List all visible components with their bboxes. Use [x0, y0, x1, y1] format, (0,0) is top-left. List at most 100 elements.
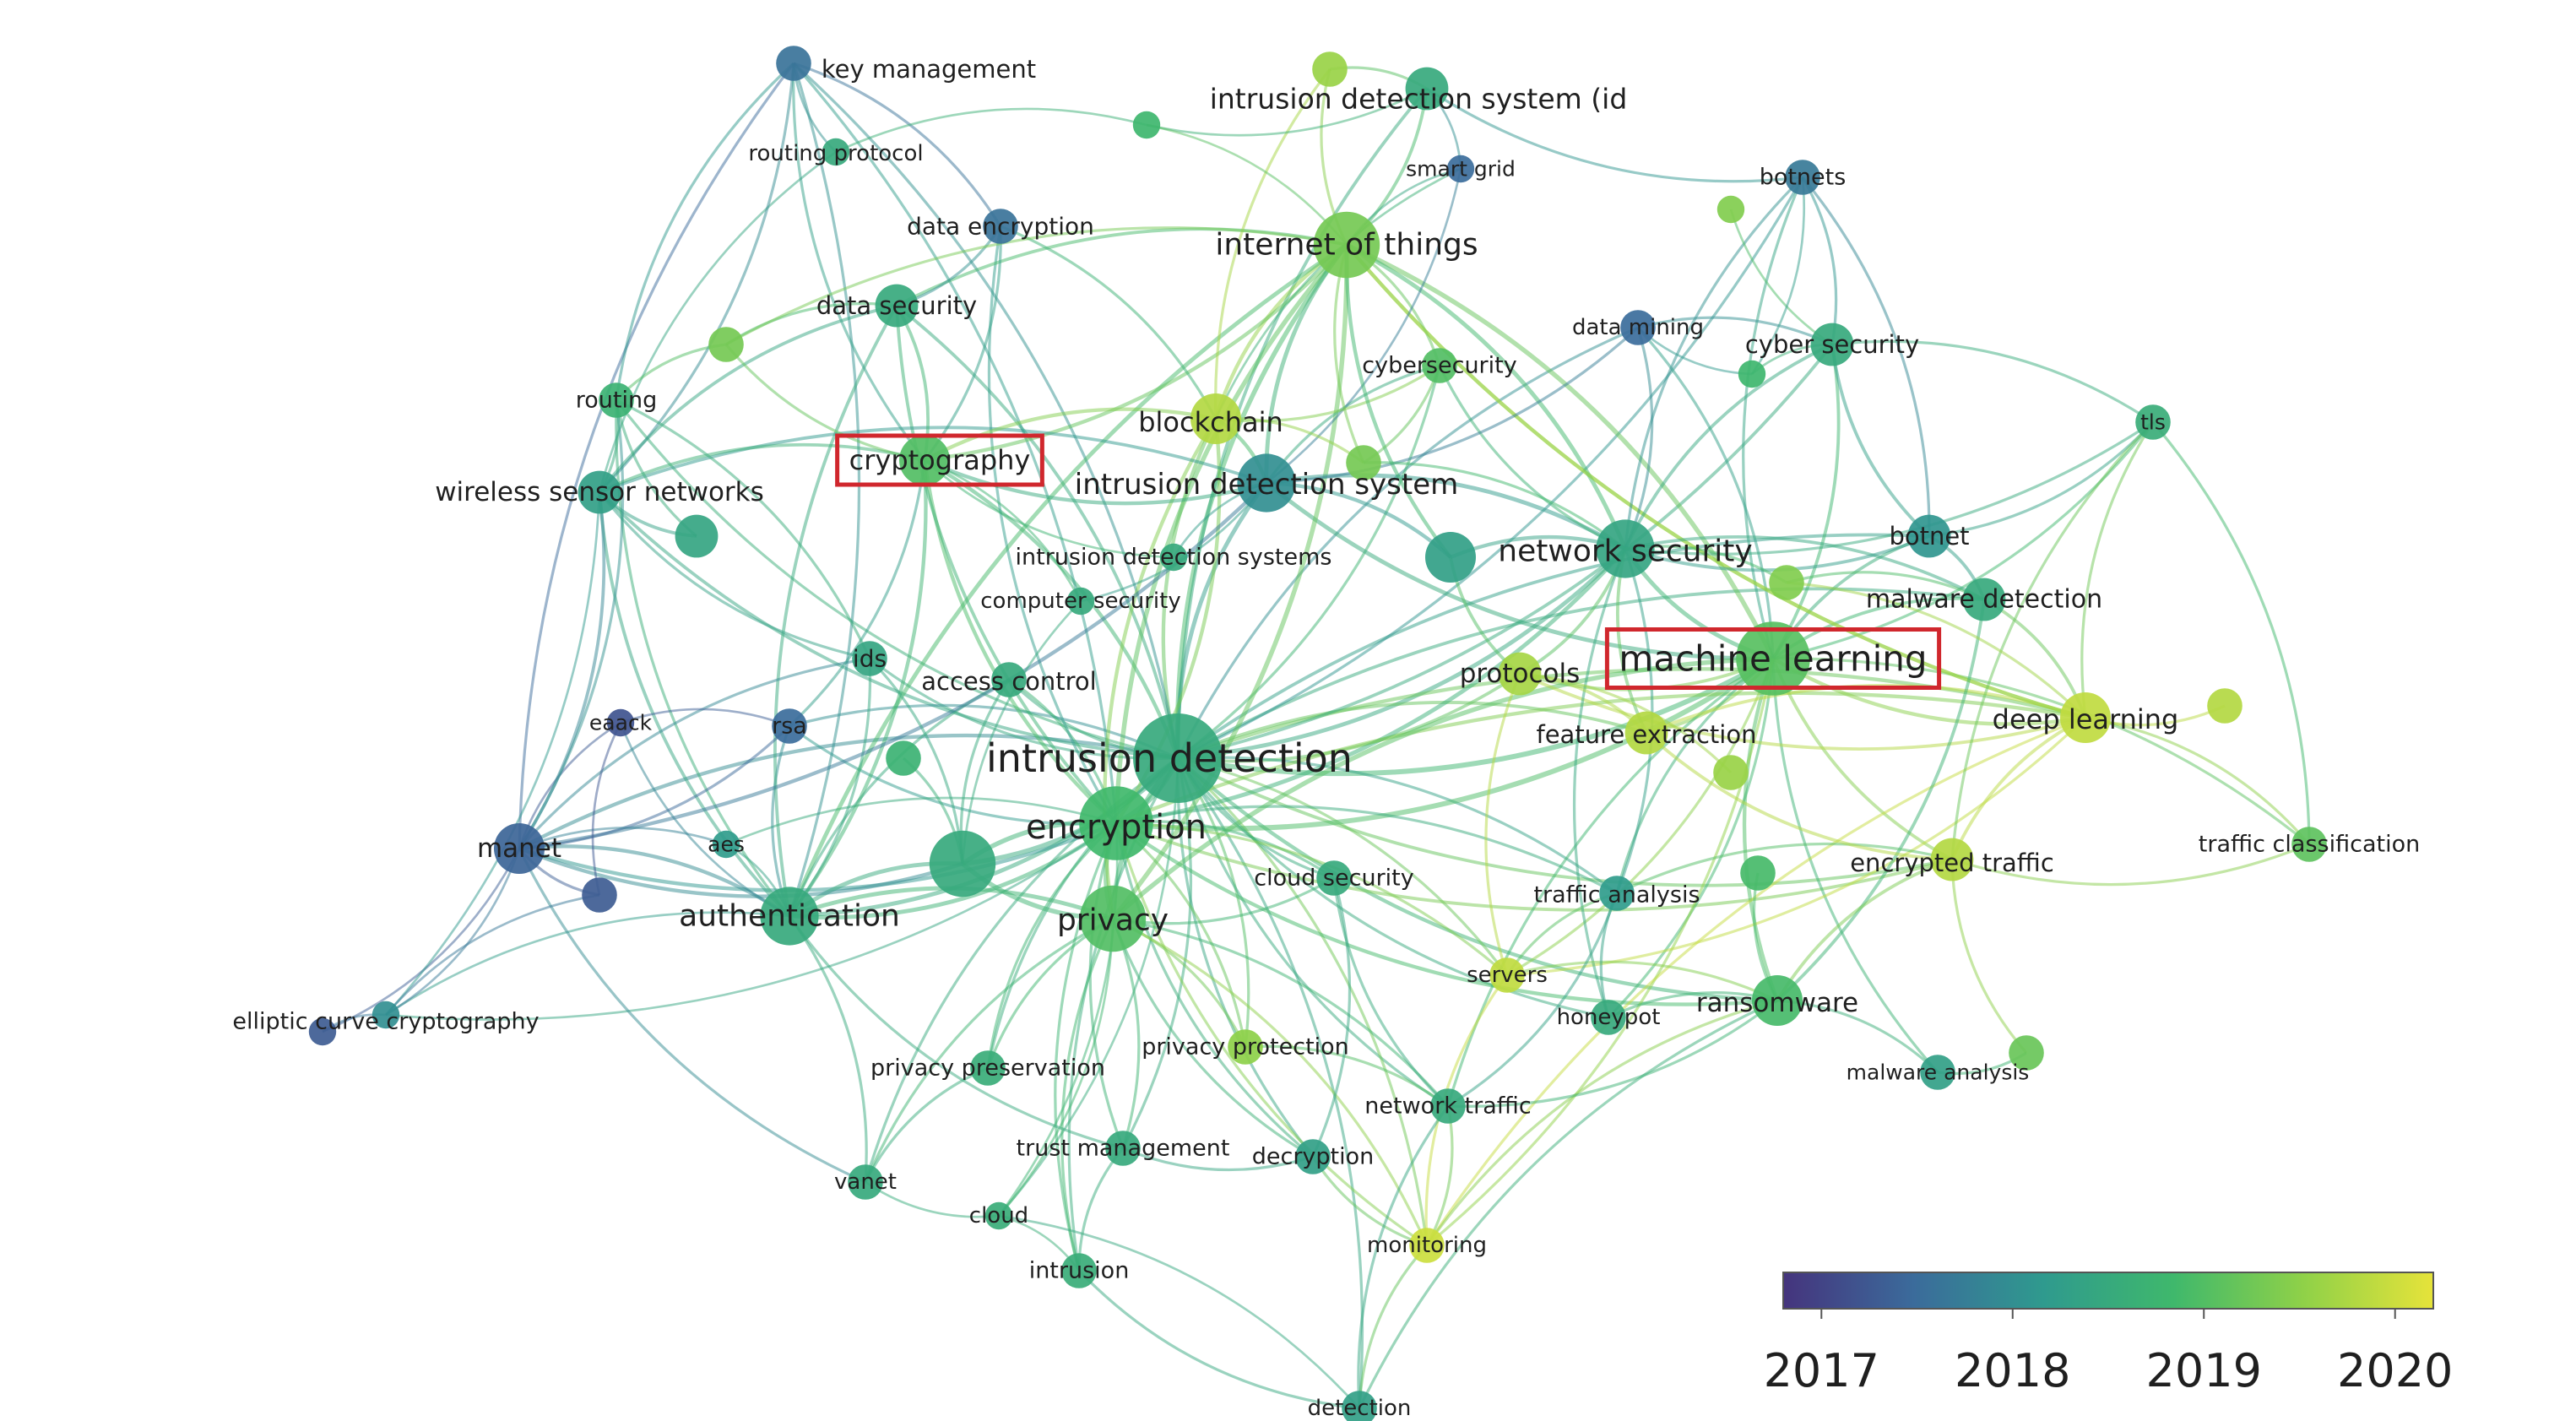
edge-botnet-cyber-security [1830, 344, 1931, 538]
node-access-control[interactable] [991, 662, 1027, 697]
node-privacy[interactable] [1079, 885, 1147, 952]
node-trust-management[interactable] [1105, 1131, 1141, 1166]
node-anon-6[interactable] [1346, 445, 1381, 480]
node-intrusion[interactable] [1061, 1253, 1097, 1288]
node-anon-15[interactable] [1716, 195, 1745, 224]
edge-intrusion-detection-data-security [895, 304, 1180, 759]
node-computer-security[interactable] [1066, 587, 1095, 616]
node-intrusion-detection[interactable] [1133, 713, 1223, 803]
node-manet[interactable] [494, 823, 545, 874]
edge-manet-anon-11 [322, 848, 521, 1033]
label-decryption: decryption [1252, 1144, 1375, 1170]
node-anon-7[interactable] [582, 877, 617, 913]
node-encryption[interactable] [1079, 786, 1153, 860]
node-anon-16[interactable] [1132, 111, 1161, 139]
node-servers[interactable] [1489, 957, 1525, 993]
node-feature-extraction[interactable] [1624, 711, 1668, 755]
edge-encryption-data-security [895, 305, 1118, 825]
edge-authentication-key-management [788, 62, 861, 917]
node-honeypot[interactable] [1591, 1000, 1626, 1035]
edge-intrusion-detection-monitoring [1176, 757, 1429, 1246]
node-cybersecurity[interactable] [1422, 348, 1457, 383]
node-cryptography[interactable] [899, 435, 950, 485]
label-data-mining: data mining [1572, 315, 1704, 340]
edge-authentication-ids [788, 658, 872, 917]
node-privacy-protection[interactable] [1228, 1029, 1263, 1065]
highlight-box-machine-learning [1604, 627, 1942, 690]
node-intrusion-detection-systems[interactable] [1159, 543, 1188, 572]
node-aes[interactable] [712, 830, 740, 859]
label-cryptography: cryptography [849, 444, 1031, 476]
node-cloud-security[interactable] [1316, 860, 1352, 896]
node-elliptic-curve-cryptography[interactable] [371, 1001, 400, 1029]
node-encrypted-traffic[interactable] [1930, 838, 1974, 881]
node-anon-13[interactable] [1713, 755, 1749, 790]
node-tls[interactable] [2135, 404, 2171, 440]
node-detection[interactable] [1342, 1391, 1377, 1421]
node-anon-8[interactable] [1769, 565, 1804, 600]
node-ransomware[interactable] [1752, 975, 1803, 1026]
node-privacy-preservation[interactable] [970, 1050, 1006, 1086]
node-traffic-analysis[interactable] [1599, 876, 1635, 911]
node-network-traffic[interactable] [1430, 1088, 1466, 1124]
node-anon-2[interactable] [1425, 532, 1476, 583]
edge-intrusion-detection-decryption [1176, 757, 1315, 1158]
node-anon-5[interactable] [2207, 688, 2242, 724]
node-intrusion-detection-system[interactable] [1237, 453, 1296, 513]
node-botnets[interactable] [1785, 160, 1820, 195]
node-protocols[interactable] [1498, 652, 1542, 696]
label-internet-of-things: internet of things [1215, 228, 1478, 263]
edge-encrypted-traffic-tls [1950, 420, 2155, 860]
edge-cyber-security-botnets [1801, 176, 1838, 345]
edge-deep-learning-protocols [1519, 672, 2086, 751]
node-ids[interactable] [852, 641, 887, 676]
node-rsa[interactable] [772, 708, 807, 744]
label-aes: aes [708, 833, 745, 857]
node-anon-3[interactable] [675, 514, 719, 558]
node-internet-of-things[interactable] [1313, 211, 1380, 279]
label-smart-grid: smart grid [1406, 157, 1516, 182]
node-anon-10[interactable] [886, 740, 921, 776]
node-data-mining[interactable] [1620, 310, 1656, 345]
node-malware-analysis[interactable] [1920, 1055, 1955, 1090]
node-blockchain[interactable] [1190, 393, 1241, 444]
edge-intrusion-detection-wireless-sensor-networks [598, 491, 1179, 760]
node-authentication[interactable] [760, 887, 819, 946]
label-cyber-security: cyber security [1745, 330, 1919, 359]
node-data-encryption[interactable] [983, 209, 1018, 244]
node-anon-4[interactable] [1312, 52, 1348, 87]
node-network-security[interactable] [1596, 519, 1655, 578]
node-cyber-security[interactable] [1810, 323, 1854, 366]
edge-blockchain-data-encryption [1000, 225, 1217, 420]
node-machine-learning[interactable] [1736, 621, 1810, 696]
node-routing-protocol[interactable] [822, 138, 850, 166]
node-eaack[interactable] [606, 708, 635, 737]
node-anon-14[interactable] [708, 327, 744, 362]
node-cloud[interactable] [984, 1201, 1013, 1230]
node-anon-11[interactable] [308, 1017, 337, 1046]
node-anon-12[interactable] [2009, 1035, 2044, 1071]
node-intrusion-detection-system-id[interactable] [1405, 67, 1449, 111]
edge-privacy-cloud [997, 918, 1114, 1217]
node-vanet[interactable] [848, 1164, 883, 1200]
node-anon-17[interactable] [1738, 360, 1766, 388]
node-botnet[interactable] [1907, 514, 1951, 558]
node-smart-grid[interactable] [1446, 155, 1475, 183]
node-malware-detection[interactable] [1962, 578, 2006, 621]
edge-encryption-decryption [1114, 822, 1315, 1158]
node-deep-learning[interactable] [2060, 692, 2111, 743]
node-decryption[interactable] [1295, 1139, 1331, 1174]
label-intrusion-detection-systems: intrusion detection systems [1016, 545, 1332, 571]
node-routing[interactable] [599, 382, 634, 418]
label-key-management: key management [822, 55, 1036, 84]
node-monitoring[interactable] [1409, 1228, 1445, 1263]
node-key-management[interactable] [776, 46, 811, 81]
label-intrusion-detection: intrusion detection [986, 735, 1353, 781]
node-anon-1[interactable] [929, 830, 996, 898]
node-anon-9[interactable] [1740, 855, 1776, 891]
node-traffic-classification[interactable] [2291, 827, 2327, 862]
edge-network-security-cybersecurity [1438, 365, 1626, 551]
node-wireless-sensor-networks[interactable] [578, 470, 621, 514]
edge-routing-ids [616, 399, 871, 659]
node-data-security[interactable] [875, 284, 919, 328]
